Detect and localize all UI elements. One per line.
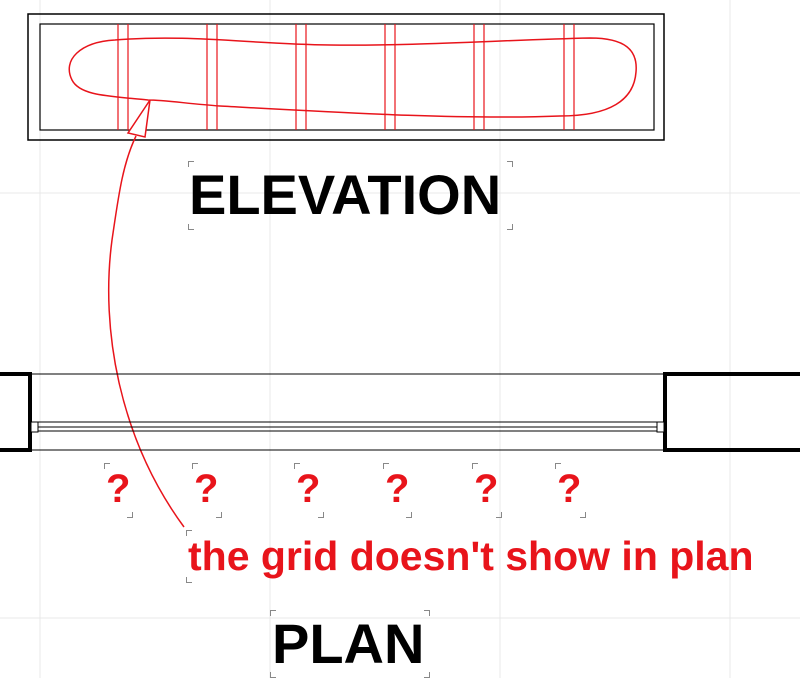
selection-handle xyxy=(188,224,194,230)
selection-handle xyxy=(580,512,586,518)
selection-handle xyxy=(270,672,276,678)
leader-arrow xyxy=(107,99,185,528)
elevation-label[interactable]: ELEVATION xyxy=(189,163,502,226)
plan-label[interactable]: PLAN xyxy=(272,612,425,675)
elevation-grid-bars xyxy=(117,24,575,130)
selection-handle xyxy=(424,672,430,678)
elevation-inner-frame xyxy=(39,23,655,131)
revision-cloud xyxy=(68,37,637,118)
selection-handle xyxy=(104,463,110,469)
question-mark[interactable]: ? xyxy=(385,467,410,511)
plan-window[interactable] xyxy=(0,372,800,452)
plan-jamb-right xyxy=(656,421,665,433)
selection-handle xyxy=(216,512,222,518)
selection-handle xyxy=(318,512,324,518)
selection-handle xyxy=(270,610,276,616)
elevation-window[interactable] xyxy=(27,13,665,141)
selection-handle xyxy=(188,161,194,167)
question-mark[interactable]: ? xyxy=(194,467,219,511)
plan-left-wall xyxy=(0,372,32,452)
selection-handle xyxy=(192,463,198,469)
selection-handle xyxy=(294,463,300,469)
selection-handle xyxy=(507,161,513,167)
selection-handle xyxy=(186,577,192,583)
grid-note-text[interactable]: the grid doesn't show in plan xyxy=(188,533,754,579)
selection-handle xyxy=(472,463,478,469)
selection-handle xyxy=(424,610,430,616)
question-mark[interactable]: ? xyxy=(296,467,321,511)
question-mark[interactable]: ? xyxy=(106,467,131,511)
selection-handle xyxy=(406,512,412,518)
plan-jamb-left xyxy=(30,421,39,433)
selection-handle xyxy=(186,530,192,536)
elevation-outer-frame xyxy=(27,13,665,141)
leader-arrowhead xyxy=(126,99,151,138)
selection-handle xyxy=(507,224,513,230)
question-mark[interactable]: ? xyxy=(474,467,499,511)
question-mark[interactable]: ? xyxy=(557,467,582,511)
selection-handle xyxy=(127,512,133,518)
selection-handle xyxy=(555,463,561,469)
selection-handle xyxy=(496,512,502,518)
selection-handle xyxy=(383,463,389,469)
plan-right-wall xyxy=(663,372,800,452)
